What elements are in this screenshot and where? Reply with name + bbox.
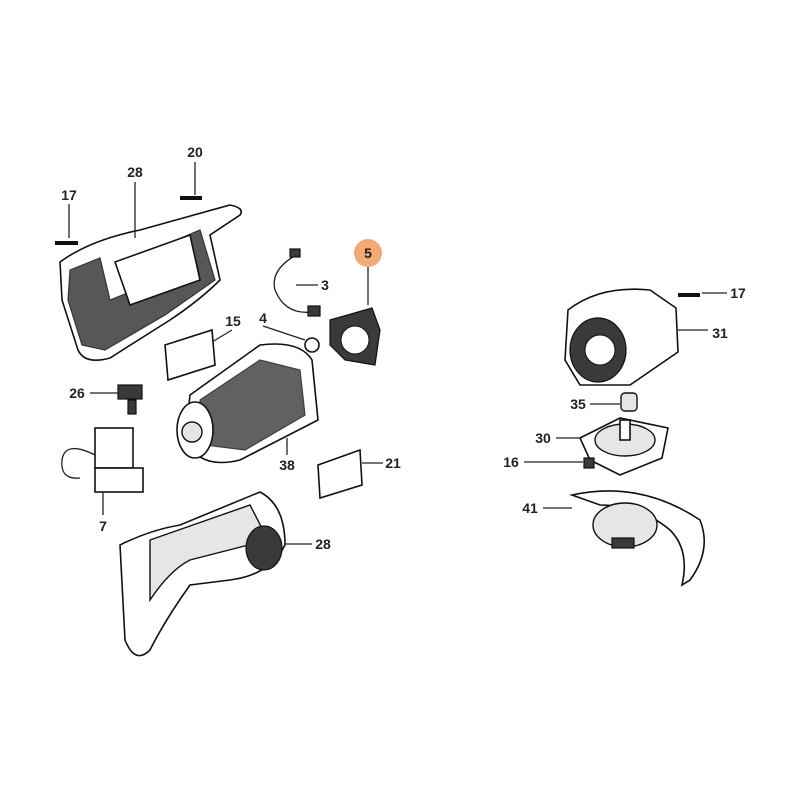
motor[interactable] [176, 343, 319, 464]
gear-head-housing[interactable] [564, 288, 679, 386]
housing-half-lower[interactable] [119, 491, 286, 657]
callout-15[interactable]: 15 [225, 313, 241, 329]
callout-5[interactable]: 5 [364, 245, 372, 261]
leader-lines [68, 162, 727, 545]
callout-3[interactable]: 3 [321, 277, 329, 293]
callout-28-lower[interactable]: 28 [315, 536, 331, 552]
callout-30[interactable]: 30 [535, 430, 551, 446]
brush-spring[interactable] [304, 337, 320, 353]
callout-4[interactable]: 4 [259, 310, 267, 326]
callout-20[interactable]: 20 [187, 144, 203, 160]
callout-7[interactable]: 7 [99, 518, 107, 534]
label-sticker-15[interactable] [164, 328, 216, 382]
callout-labels: 17 28 20 3 5 15 4 26 7 38 21 28 17 31 35… [61, 144, 746, 552]
bearing-35[interactable] [620, 392, 638, 412]
callout-16[interactable]: 16 [503, 454, 519, 470]
label-sticker-21[interactable] [317, 448, 363, 500]
callout-28[interactable]: 28 [127, 164, 143, 180]
highlight-circle [354, 239, 382, 267]
screw-16[interactable] [583, 457, 595, 469]
wire-lead[interactable] [273, 248, 321, 317]
switch-part-26[interactable] [117, 384, 143, 415]
callout-41[interactable]: 41 [522, 500, 538, 516]
callout-31[interactable]: 31 [712, 325, 728, 341]
wheel-guard[interactable] [569, 490, 706, 587]
callout-35[interactable]: 35 [570, 396, 586, 412]
housing-half-upper[interactable] [59, 204, 243, 361]
callout-21[interactable]: 21 [385, 455, 401, 471]
callout-17-right[interactable]: 17 [730, 285, 746, 301]
callout-38[interactable]: 38 [279, 457, 295, 473]
callout-26[interactable]: 26 [69, 385, 85, 401]
flange-plate[interactable] [578, 417, 669, 476]
switch-assembly-7[interactable] [61, 427, 144, 493]
brush-holder[interactable] [329, 307, 381, 366]
callout-17[interactable]: 17 [61, 187, 77, 203]
